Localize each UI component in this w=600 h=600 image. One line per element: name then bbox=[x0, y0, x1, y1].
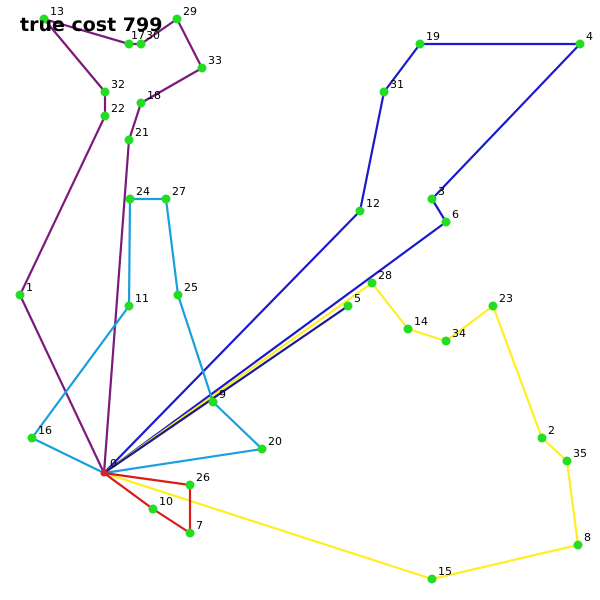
node-label-23: 23 bbox=[499, 292, 513, 305]
node-label-4: 4 bbox=[586, 30, 593, 43]
node-7 bbox=[185, 528, 195, 538]
node-label-16: 16 bbox=[38, 424, 52, 437]
node-label-13: 13 bbox=[50, 5, 64, 18]
node-26 bbox=[185, 480, 195, 490]
node-label-20: 20 bbox=[268, 435, 282, 448]
node-label-5: 5 bbox=[354, 292, 361, 305]
node-2 bbox=[537, 433, 547, 443]
route-path-4 bbox=[30, 197, 264, 475]
node-30 bbox=[136, 39, 146, 49]
node-label-32: 32 bbox=[111, 78, 125, 91]
node-15 bbox=[427, 574, 437, 584]
route-nodes bbox=[15, 14, 585, 584]
node-label-7: 7 bbox=[196, 519, 203, 532]
node-label-9: 9 bbox=[219, 388, 226, 401]
node-21 bbox=[124, 135, 134, 145]
node-label-28: 28 bbox=[378, 269, 392, 282]
node-label-30: 30 bbox=[146, 29, 160, 42]
node-label-0: 0 bbox=[110, 457, 117, 470]
node-label-22: 22 bbox=[111, 102, 125, 115]
node-24 bbox=[125, 194, 135, 204]
node-3 bbox=[427, 194, 437, 204]
node-label-3: 3 bbox=[438, 185, 445, 198]
node-label-26: 26 bbox=[196, 471, 210, 484]
node-label-10: 10 bbox=[159, 495, 173, 508]
node-31 bbox=[379, 87, 389, 97]
node-label-6: 6 bbox=[452, 208, 459, 221]
node-label-34: 34 bbox=[452, 327, 466, 340]
node-27 bbox=[161, 194, 171, 204]
node-19 bbox=[415, 39, 425, 49]
node-13 bbox=[39, 14, 49, 24]
node-label-15: 15 bbox=[438, 565, 452, 578]
depot-node bbox=[100, 469, 108, 477]
node-20 bbox=[257, 444, 267, 454]
node-label-24: 24 bbox=[136, 185, 150, 198]
node-5 bbox=[343, 301, 353, 311]
node-label-8: 8 bbox=[584, 531, 591, 544]
node-16 bbox=[27, 433, 37, 443]
node-label-12: 12 bbox=[366, 197, 380, 210]
node-35 bbox=[562, 456, 572, 466]
node-10 bbox=[148, 504, 158, 514]
node-17 bbox=[124, 39, 134, 49]
node-14 bbox=[403, 324, 413, 334]
node-22 bbox=[100, 111, 110, 121]
node-32 bbox=[100, 87, 110, 97]
route-path-1 bbox=[18, 17, 204, 474]
node-23 bbox=[488, 301, 498, 311]
node-label-29: 29 bbox=[183, 5, 197, 18]
node-labels: 0123456789101112131415161718192021222324… bbox=[26, 5, 593, 578]
node-label-19: 19 bbox=[426, 30, 440, 43]
route-path-2 bbox=[103, 42, 582, 474]
node-18 bbox=[136, 98, 146, 108]
route-path-5 bbox=[103, 471, 192, 535]
node-29 bbox=[172, 14, 182, 24]
node-label-33: 33 bbox=[208, 54, 222, 67]
node-28 bbox=[367, 278, 377, 288]
node-label-1: 1 bbox=[26, 281, 33, 294]
node-label-35: 35 bbox=[573, 447, 587, 460]
node-11 bbox=[124, 301, 134, 311]
node-1 bbox=[15, 290, 25, 300]
node-33 bbox=[197, 63, 207, 73]
route-path-6 bbox=[103, 305, 349, 474]
node-6 bbox=[441, 217, 451, 227]
node-label-25: 25 bbox=[184, 281, 198, 294]
node-4 bbox=[575, 39, 585, 49]
node-25 bbox=[173, 290, 183, 300]
node-label-14: 14 bbox=[414, 315, 428, 328]
node-label-31: 31 bbox=[390, 78, 404, 91]
node-9 bbox=[208, 397, 218, 407]
node-label-2: 2 bbox=[548, 424, 555, 437]
node-label-18: 18 bbox=[147, 89, 161, 102]
node-12 bbox=[355, 206, 365, 216]
node-label-17: 17 bbox=[131, 29, 145, 42]
node-label-21: 21 bbox=[135, 126, 149, 139]
route-edges bbox=[18, 17, 582, 581]
node-label-11: 11 bbox=[135, 292, 149, 305]
route-path-3 bbox=[103, 281, 580, 581]
diagram-title: true cost 799 bbox=[20, 14, 162, 36]
node-8 bbox=[573, 540, 583, 550]
node-34 bbox=[441, 336, 451, 346]
node-label-27: 27 bbox=[172, 185, 186, 198]
